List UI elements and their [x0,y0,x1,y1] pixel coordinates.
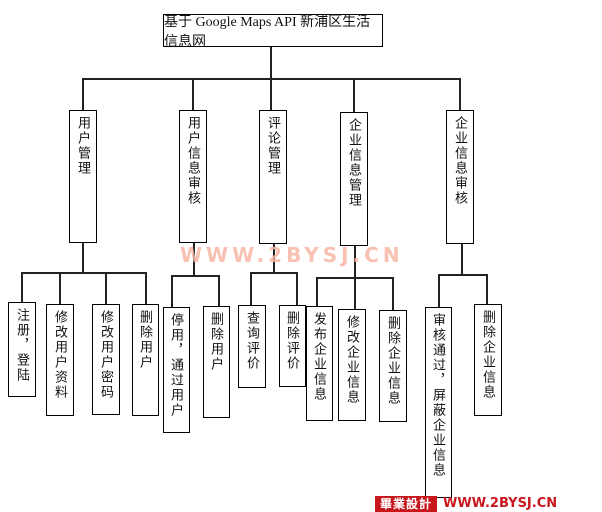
banner-url: WWW.2BYSJ.CN [443,496,558,511]
leaf-delete-enterprise-info: 删除企业信息 [379,310,407,422]
connector [296,272,298,305]
leaf-publish-enterprise-info: 发布企业信息 [306,306,333,421]
connector [193,242,195,275]
module-user-info-review: 用户信息审核 [179,110,207,243]
connector [316,277,393,279]
connector [250,272,297,274]
connector [171,275,173,307]
leaf-edit-user-password: 修改用户密码 [92,304,120,415]
leaf-register-login: 注册，登陆 [8,302,36,397]
watermark-banner: 畢業設計 WWW.2BYSJ.CN [375,496,602,512]
module-user-management: 用户管理 [69,110,97,243]
connector [316,277,318,306]
leaf-edit-enterprise-info: 修改企业信息 [338,309,366,421]
leaf-delete-user: 删除用户 [203,306,230,418]
module-enterprise-info-review: 企业信息审核 [446,110,474,244]
module-enterprise-info-management: 企业信息管理 [340,112,368,246]
leaf-delete-user: 删除用户 [132,304,159,416]
connector [82,242,84,272]
connector [218,275,220,306]
leaf-approve-block-enterprise-info: 审核通过，屏蔽企业信息 [425,307,452,498]
connector [273,243,275,272]
connector [459,78,461,110]
leaf-disable-approve-user: 停用，通过用户 [163,307,190,433]
connector [461,243,463,274]
connector [392,277,394,310]
connector [192,78,194,110]
connector [82,78,460,80]
connector [171,275,219,277]
module-comment-management: 评论管理 [259,110,287,244]
leaf-query-review: 查询评价 [238,305,266,388]
connector [21,272,23,302]
connector [353,80,355,112]
connector [82,78,84,110]
connector [438,274,440,307]
connector [250,272,252,305]
root-node: 基于 Google Maps API 新浦区生活信息网 [163,14,383,50]
connector [438,274,487,276]
leaf-delete-review: 删除评价 [279,305,306,387]
watermark: WWW.2BYSJ.CN [180,243,404,267]
banner-brand: 畢業設計 [375,496,438,512]
connector [486,274,488,304]
connector [21,272,146,274]
connector [59,272,61,304]
leaf-delete-enterprise-info: 删除企业信息 [474,304,502,416]
connector [145,272,147,304]
connector [105,272,107,304]
leaf-edit-user-profile: 修改用户资料 [46,304,74,416]
